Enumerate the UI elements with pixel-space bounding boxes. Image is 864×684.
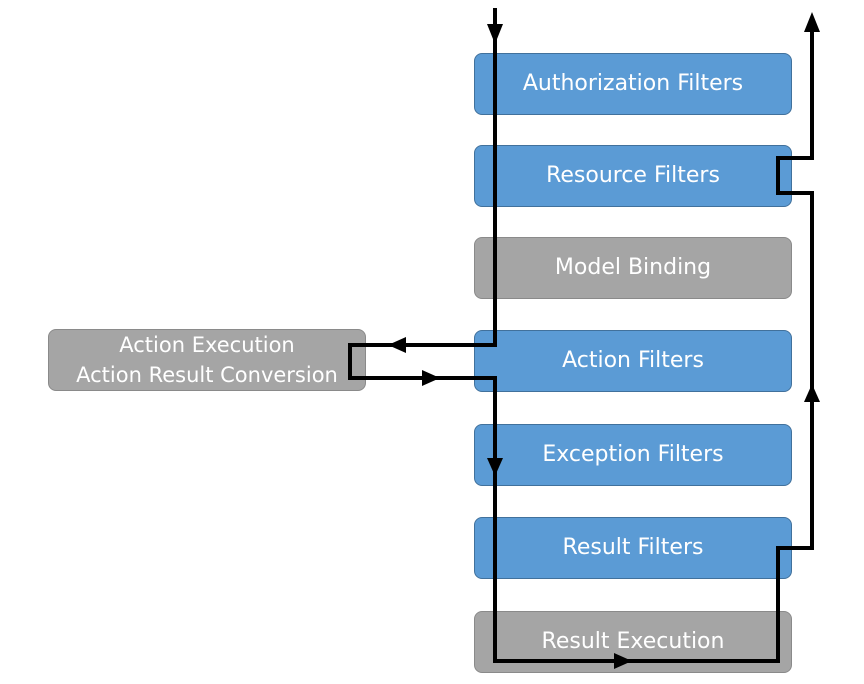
result-filters-label: Result Filters [562, 534, 704, 560]
exception-filters-label: Exception Filters [542, 441, 724, 467]
model-binding-box: Model Binding [474, 237, 792, 299]
resource-filters-box: Resource Filters [474, 145, 792, 207]
result-filters-box: Result Filters [474, 517, 792, 579]
arrow-head-right-action [422, 370, 440, 386]
arrow-head-down-top [487, 24, 503, 44]
arrow-head-left-action [388, 337, 406, 353]
action-filters-label: Action Filters [562, 347, 704, 373]
resource-filters-label: Resource Filters [546, 162, 720, 188]
action-result-conversion-label: Action Result Conversion [76, 363, 338, 387]
action-filters-box: Action Filters [474, 330, 792, 392]
result-execution-box: Result Execution [474, 611, 792, 673]
action-execution-box: Action Execution Action Result Conversio… [48, 329, 366, 391]
model-binding-label: Model Binding [554, 254, 712, 280]
arrow-head-up-return [804, 384, 820, 402]
authorization-filters-box: Authorization Filters [474, 53, 792, 115]
authorization-filters-label: Authorization Filters [522, 70, 744, 96]
exception-filters-box: Exception Filters [474, 424, 792, 486]
arrow-head-up-exit [804, 12, 820, 32]
result-execution-label: Result Execution [541, 628, 725, 654]
action-execution-label: Action Execution [119, 332, 295, 357]
